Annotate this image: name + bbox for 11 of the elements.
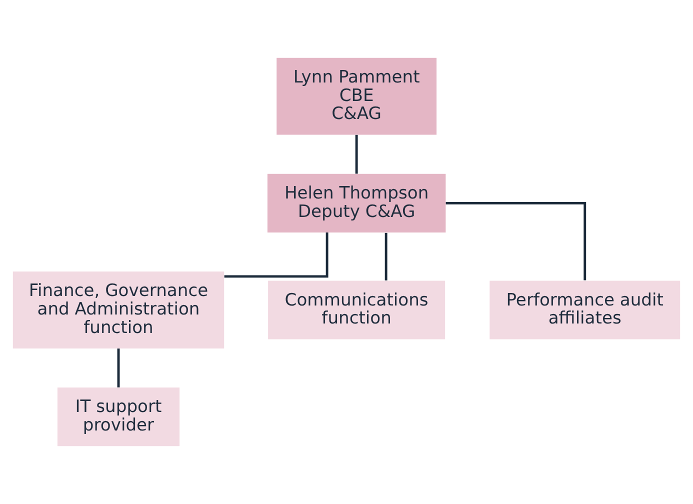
connector: [446, 202, 586, 280]
node-box: Communications function: [268, 280, 446, 340]
connector: [117, 348, 120, 388]
connector: [384, 232, 388, 280]
node-box: IT support provider: [57, 388, 180, 446]
node-box: Helen Thompson Deputy C&AG: [267, 174, 446, 232]
node-box: Lynn Pamment CBE C&AG: [276, 58, 437, 135]
connector: [224, 232, 328, 278]
connector: [355, 134, 358, 174]
node-box: Performance audit affiliates: [490, 280, 680, 340]
node-box: Finance, Governance and Administration function: [12, 272, 224, 348]
